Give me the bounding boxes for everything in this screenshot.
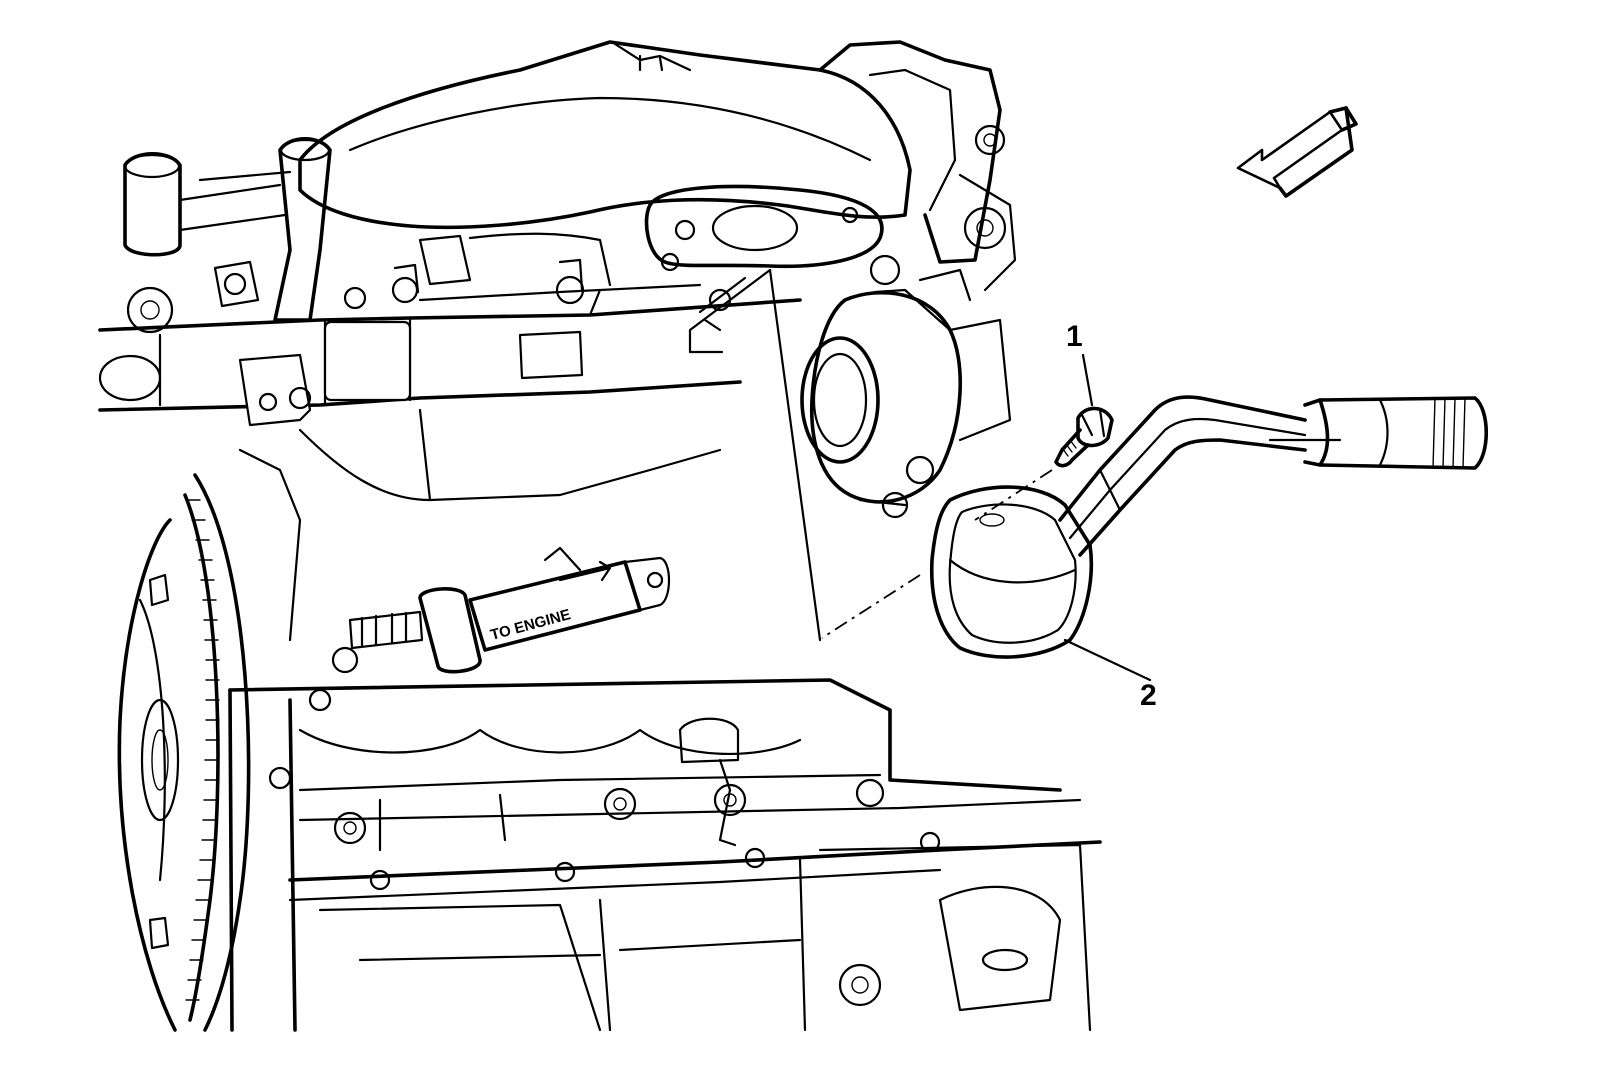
callout-1-group: 1 [1066, 320, 1094, 407]
inline-fuel-filter [348, 546, 670, 674]
flexplate-ring-gear [117, 473, 251, 1032]
callout-2-label: 2 [1140, 679, 1157, 712]
callout-2-leader [1063, 638, 1152, 682]
fuel-injectors [213, 258, 732, 312]
removal-plane-outline [688, 268, 822, 642]
egr-valve-housing [800, 254, 1012, 519]
engine-block-lower [228, 646, 1102, 1032]
callout-1-label: 1 [1066, 320, 1083, 353]
retaining-bolt [1054, 406, 1114, 468]
front-of-vehicle-arrow-icon [1236, 106, 1358, 198]
exhaust-manifold-heat-shield [298, 40, 1017, 292]
callout-1-leader [1081, 353, 1094, 407]
fuel-rail [98, 283, 802, 427]
cylinder-head-upper [238, 232, 722, 642]
installation-centerlines [821, 469, 1053, 639]
exhaust-flange [644, 184, 884, 272]
fuel-pump-assembly [929, 395, 1489, 659]
callout-2-group: 2 [1063, 638, 1157, 712]
